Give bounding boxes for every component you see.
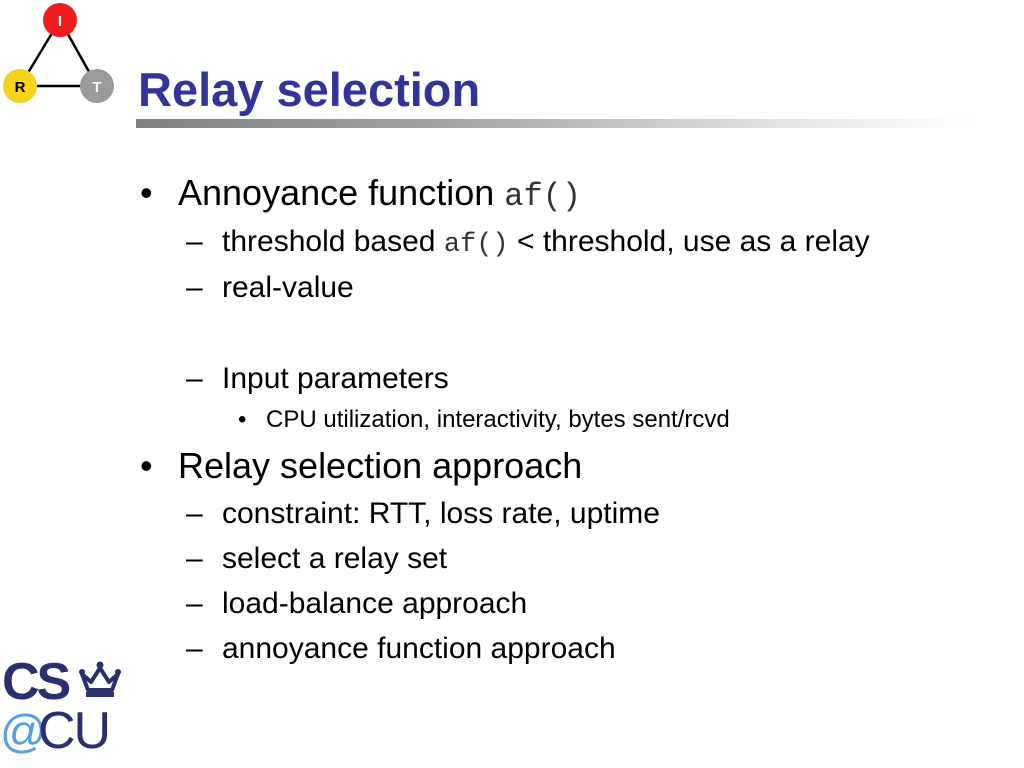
code-af: af()	[443, 230, 509, 260]
bullet-dot: •	[140, 172, 153, 213]
logo-label-i: I	[58, 13, 62, 30]
logo-label-t: T	[92, 79, 101, 96]
logo-cu-text: CU	[38, 702, 111, 760]
bullet-dot: •	[238, 406, 247, 433]
sub-bullet-text: threshold based	[222, 225, 444, 258]
dash-marker: –	[186, 362, 203, 395]
sub-bullet-text: select a relay set	[222, 542, 448, 575]
dash-marker: –	[186, 542, 203, 575]
bullet-text: Relay selection approach	[178, 445, 583, 486]
sub-bullet-text: Input parameters	[222, 362, 449, 395]
cs-at-cu-logo: CS @ CU	[0, 652, 124, 762]
dash-marker: –	[186, 225, 203, 258]
sub-sub-bullet-text: CPU utilization, interactivity, bytes se…	[266, 406, 730, 433]
dash-marker: –	[186, 497, 203, 530]
dash-marker: –	[186, 587, 203, 620]
logo-node-i	[43, 3, 77, 37]
logo-label-r: R	[15, 79, 26, 96]
triangle-logo: I R T	[3, 3, 114, 103]
logo-node-r	[3, 69, 37, 103]
code-af: af()	[504, 178, 582, 215]
logo-cs-text: CS	[2, 653, 71, 711]
logo-at-text: @	[0, 705, 47, 757]
crown-icon	[79, 661, 121, 697]
dash-marker: –	[186, 632, 203, 665]
logo-node-t	[80, 69, 114, 103]
sub-bullet-text-after: < threshold, use as a relay	[508, 225, 870, 258]
bullet-dot: •	[140, 445, 153, 486]
sub-bullet-text: load-balance approach	[222, 587, 528, 620]
sub-bullet-text: constraint: RTT, loss rate, uptime	[222, 497, 660, 530]
bullet-text: Annoyance function	[178, 172, 505, 213]
title-underline	[136, 119, 980, 128]
dash-marker: –	[186, 271, 203, 304]
slide-title: Relay selection	[138, 63, 481, 116]
sub-bullet-text: annoyance function approach	[222, 632, 616, 665]
sub-bullet-text: real-value	[222, 271, 354, 304]
